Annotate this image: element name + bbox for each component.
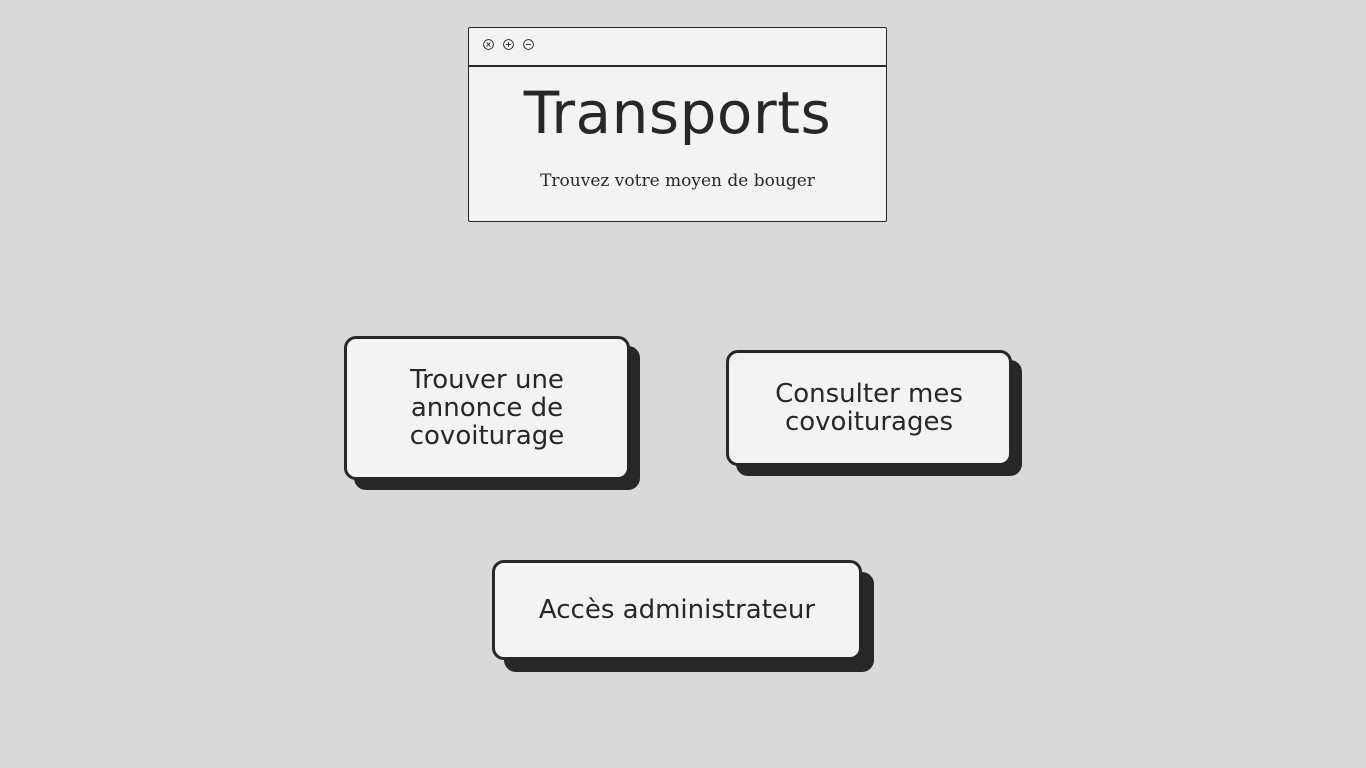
page-title: Transports bbox=[523, 79, 832, 147]
window-title-bar bbox=[469, 28, 886, 67]
my-rides-button-group: Consulter mes covoiturages bbox=[726, 350, 1022, 476]
admin-access-button[interactable]: Accès administrateur bbox=[492, 560, 862, 660]
my-rides-button[interactable]: Consulter mes covoiturages bbox=[726, 350, 1012, 466]
admin-access-button-group: Accès administrateur bbox=[492, 560, 874, 672]
find-ride-label: Trouver une annonce de covoiturage bbox=[409, 365, 565, 451]
maximize-icon[interactable] bbox=[503, 39, 514, 50]
my-rides-label: Consulter mes covoiturages bbox=[775, 379, 963, 437]
page-subtitle: Trouvez votre moyen de bouger bbox=[540, 171, 815, 191]
header-window: Transports Trouvez votre moyen de bouger bbox=[468, 27, 887, 222]
find-ride-button-group: Trouver une annonce de covoiturage bbox=[344, 336, 640, 490]
admin-access-label: Accès administrateur bbox=[538, 595, 816, 625]
close-icon[interactable] bbox=[483, 39, 494, 50]
find-ride-button[interactable]: Trouver une annonce de covoiturage bbox=[344, 336, 630, 480]
minimize-icon[interactable] bbox=[523, 39, 534, 50]
